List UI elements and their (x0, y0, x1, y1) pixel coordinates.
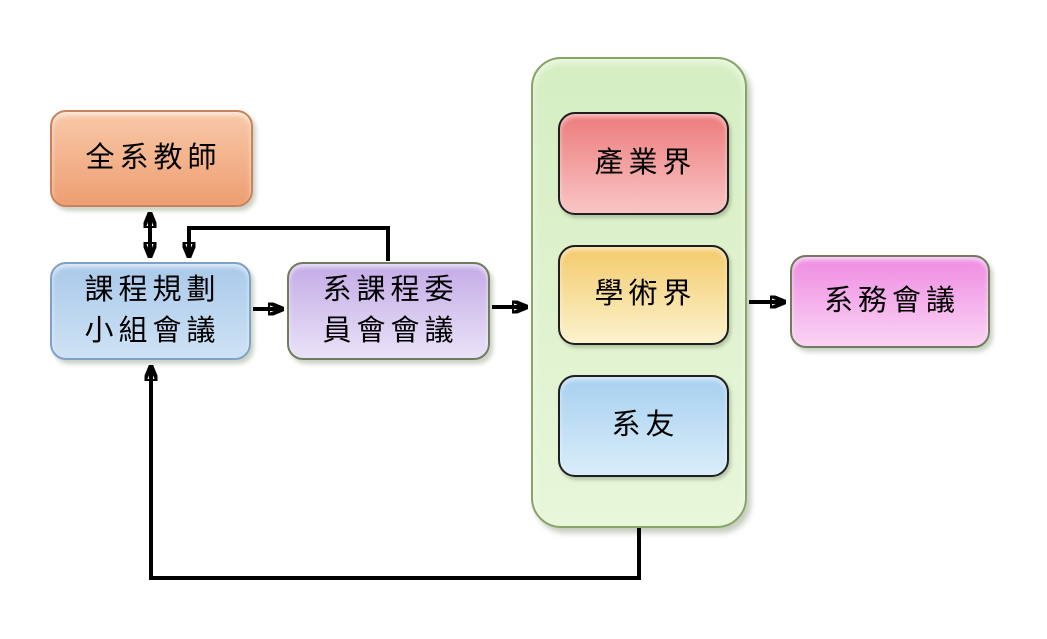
node-dept-meeting-label: 系務會議 (823, 284, 960, 317)
node-academia: 學術界 (558, 245, 729, 345)
node-all-teachers-label: 全系教師 (85, 141, 222, 174)
node-industry: 產業界 (558, 112, 729, 215)
group-stakeholders: 產業界 學術界 系友 (531, 57, 747, 528)
node-alumni-label: 系友 (611, 409, 680, 442)
node-academia-label: 學術界 (594, 278, 697, 311)
node-alumni: 系友 (558, 375, 729, 477)
node-planning-meeting: 課程規劃 小組會議 (50, 262, 251, 360)
node-committee-meeting-label: 系課程委 員會會議 (322, 273, 459, 347)
node-planning-meeting-label: 課程規劃 小組會議 (84, 273, 221, 347)
node-all-teachers: 全系教師 (50, 110, 253, 207)
node-industry-label: 產業界 (594, 146, 697, 179)
node-dept-meeting: 系務會議 (790, 255, 990, 348)
edge-committee-planning-loop (189, 226, 390, 261)
node-committee-meeting: 系課程委 員會會議 (287, 262, 490, 360)
